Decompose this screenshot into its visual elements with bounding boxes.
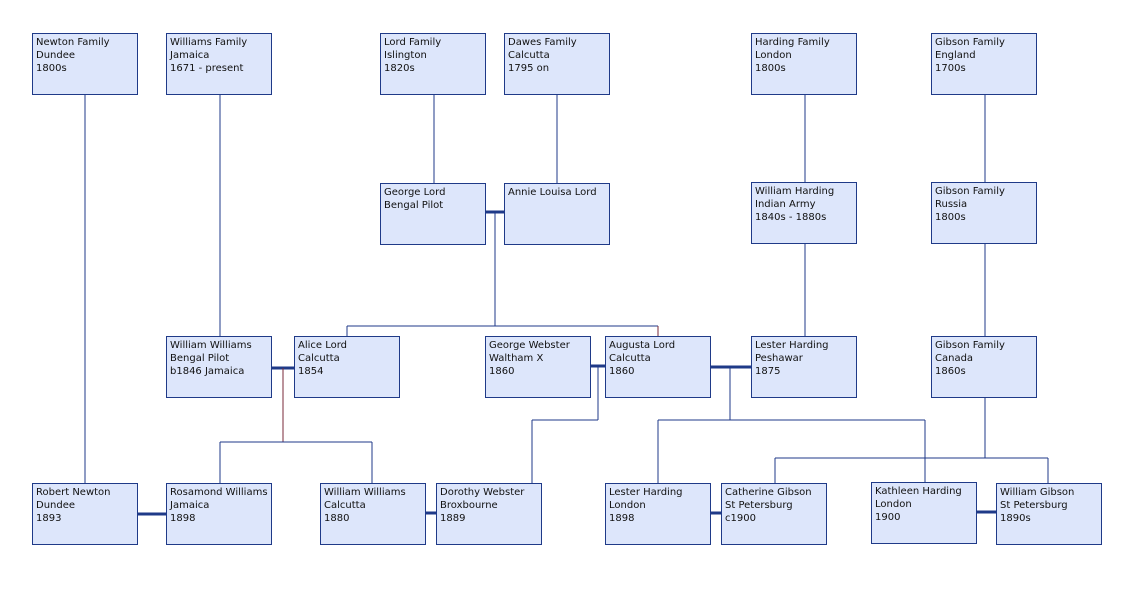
name-label: William Williams xyxy=(170,340,252,351)
name-label: Rosamond Williams xyxy=(170,487,268,498)
date-label: 1900 xyxy=(875,512,901,523)
date-label: 1898 xyxy=(170,513,196,524)
date-label: 1700s xyxy=(935,63,966,74)
date-label: 1860 xyxy=(609,366,635,377)
person-box[interactable]: Lester Harding London 1898 xyxy=(605,483,711,545)
date-label: 1800s xyxy=(755,63,786,74)
name-label: Dorothy Webster xyxy=(440,487,525,498)
person-box[interactable]: William Williams Bengal Pilot b1846 Jama… xyxy=(166,336,272,398)
name-label: Lester Harding xyxy=(755,340,829,351)
place-label: England xyxy=(935,50,976,61)
place-label: London xyxy=(609,500,646,511)
place-label: Calcutta xyxy=(298,353,340,364)
name-label: Catherine Gibson xyxy=(725,487,812,498)
name-label: Kathleen Harding xyxy=(875,486,962,497)
name-label: William Harding xyxy=(755,186,835,197)
person-box[interactable]: Robert Newton Dundee 1893 xyxy=(32,483,138,545)
name-label: Annie Louisa Lord xyxy=(508,187,597,198)
place-label: Calcutta xyxy=(508,50,550,61)
date-label: 1800s xyxy=(36,63,67,74)
person-box[interactable]: William Williams Calcutta 1880 xyxy=(320,483,426,545)
person-box[interactable]: Dawes Family Calcutta 1795 on xyxy=(504,33,610,95)
place-label: Indian Army xyxy=(755,199,816,210)
date-label: 1890s xyxy=(1000,513,1031,524)
place-label: St Petersburg xyxy=(725,500,793,511)
place-label: Islington xyxy=(384,50,427,61)
place-label: London xyxy=(875,499,912,510)
person-box[interactable]: Annie Louisa Lord xyxy=(504,183,610,245)
place-label: Waltham X xyxy=(489,353,544,364)
place-label: Broxbourne xyxy=(440,500,498,511)
place-label: Bengal Pilot xyxy=(384,200,444,211)
person-box[interactable]: William Gibson St Petersburg 1890s xyxy=(996,483,1102,545)
person-box[interactable]: William Harding Indian Army 1840s - 1880… xyxy=(751,182,857,244)
date-label: 1898 xyxy=(609,513,635,524)
date-label: 1880 xyxy=(324,513,350,524)
place-label: St Petersburg xyxy=(1000,500,1068,511)
name-label: Lester Harding xyxy=(609,487,683,498)
date-label: 1854 xyxy=(298,366,324,377)
date-label: 1671 - present xyxy=(170,63,244,74)
person-box[interactable]: Harding Family London 1800s xyxy=(751,33,857,95)
person-box[interactable]: Williams Family Jamaica 1671 - present xyxy=(166,33,272,95)
place-label: Canada xyxy=(935,353,974,364)
place-label: London xyxy=(755,50,792,61)
person-box[interactable]: Alice Lord Calcutta 1854 xyxy=(294,336,400,398)
name-label: George Webster xyxy=(489,340,570,351)
person-box[interactable]: Catherine Gibson St Petersburg c1900 xyxy=(721,483,827,545)
place-label: Calcutta xyxy=(609,353,651,364)
name-label: William Williams xyxy=(324,487,406,498)
person-box[interactable]: Gibson Family England 1700s xyxy=(931,33,1037,95)
date-label: 1820s xyxy=(384,63,415,74)
name-label: Lord Family xyxy=(384,37,442,48)
name-label: Gibson Family xyxy=(935,37,1005,48)
name-label: Harding Family xyxy=(755,37,830,48)
person-box[interactable]: Augusta Lord Calcutta 1860 xyxy=(605,336,711,398)
place-label: Jamaica xyxy=(170,50,210,61)
place-label: Russia xyxy=(935,199,968,210)
person-box[interactable]: Lester Harding Peshawar 1875 xyxy=(751,336,857,398)
date-label: 1893 xyxy=(36,513,62,524)
name-label: Dawes Family xyxy=(508,37,577,48)
person-box[interactable]: Dorothy Webster Broxbourne 1889 xyxy=(436,483,542,545)
place-label: Jamaica xyxy=(170,500,210,511)
date-label: 1800s xyxy=(935,212,966,223)
person-box[interactable]: George Lord Bengal Pilot xyxy=(380,183,486,245)
person-box[interactable]: Gibson Family Russia 1800s xyxy=(931,182,1037,244)
name-label: Augusta Lord xyxy=(609,340,676,351)
name-label: Newton Family xyxy=(36,37,110,48)
date-label: 1889 xyxy=(440,513,466,524)
name-label: Robert Newton xyxy=(36,487,111,498)
name-label: George Lord xyxy=(384,187,446,198)
name-label: Williams Family xyxy=(170,37,248,48)
place-label: Dundee xyxy=(36,50,76,61)
date-label: 1875 xyxy=(755,366,781,377)
date-label: 1860s xyxy=(935,366,966,377)
name-label: Gibson Family xyxy=(935,186,1005,197)
date-label: c1900 xyxy=(725,513,756,524)
name-label: Alice Lord xyxy=(298,340,348,351)
person-box[interactable]: Rosamond Williams Jamaica 1898 xyxy=(166,483,272,545)
date-label: 1840s - 1880s xyxy=(755,212,827,223)
name-label: William Gibson xyxy=(1000,487,1075,498)
date-label: 1860 xyxy=(489,366,515,377)
person-box[interactable]: Gibson Family Canada 1860s xyxy=(931,336,1037,398)
place-label: Peshawar xyxy=(755,353,803,364)
name-label: Gibson Family xyxy=(935,340,1005,351)
person-box[interactable]: Newton Family Dundee 1800s xyxy=(32,33,138,95)
date-label: b1846 Jamaica xyxy=(170,366,245,377)
place-label: Dundee xyxy=(36,500,76,511)
person-box[interactable]: Lord Family Islington 1820s xyxy=(380,33,486,95)
date-label: 1795 on xyxy=(508,63,550,74)
place-label: Calcutta xyxy=(324,500,366,511)
person-box[interactable]: George Webster Waltham X 1860 xyxy=(485,336,591,398)
place-label: Bengal Pilot xyxy=(170,353,230,364)
person-box[interactable]: Kathleen Harding London 1900 xyxy=(871,482,977,544)
